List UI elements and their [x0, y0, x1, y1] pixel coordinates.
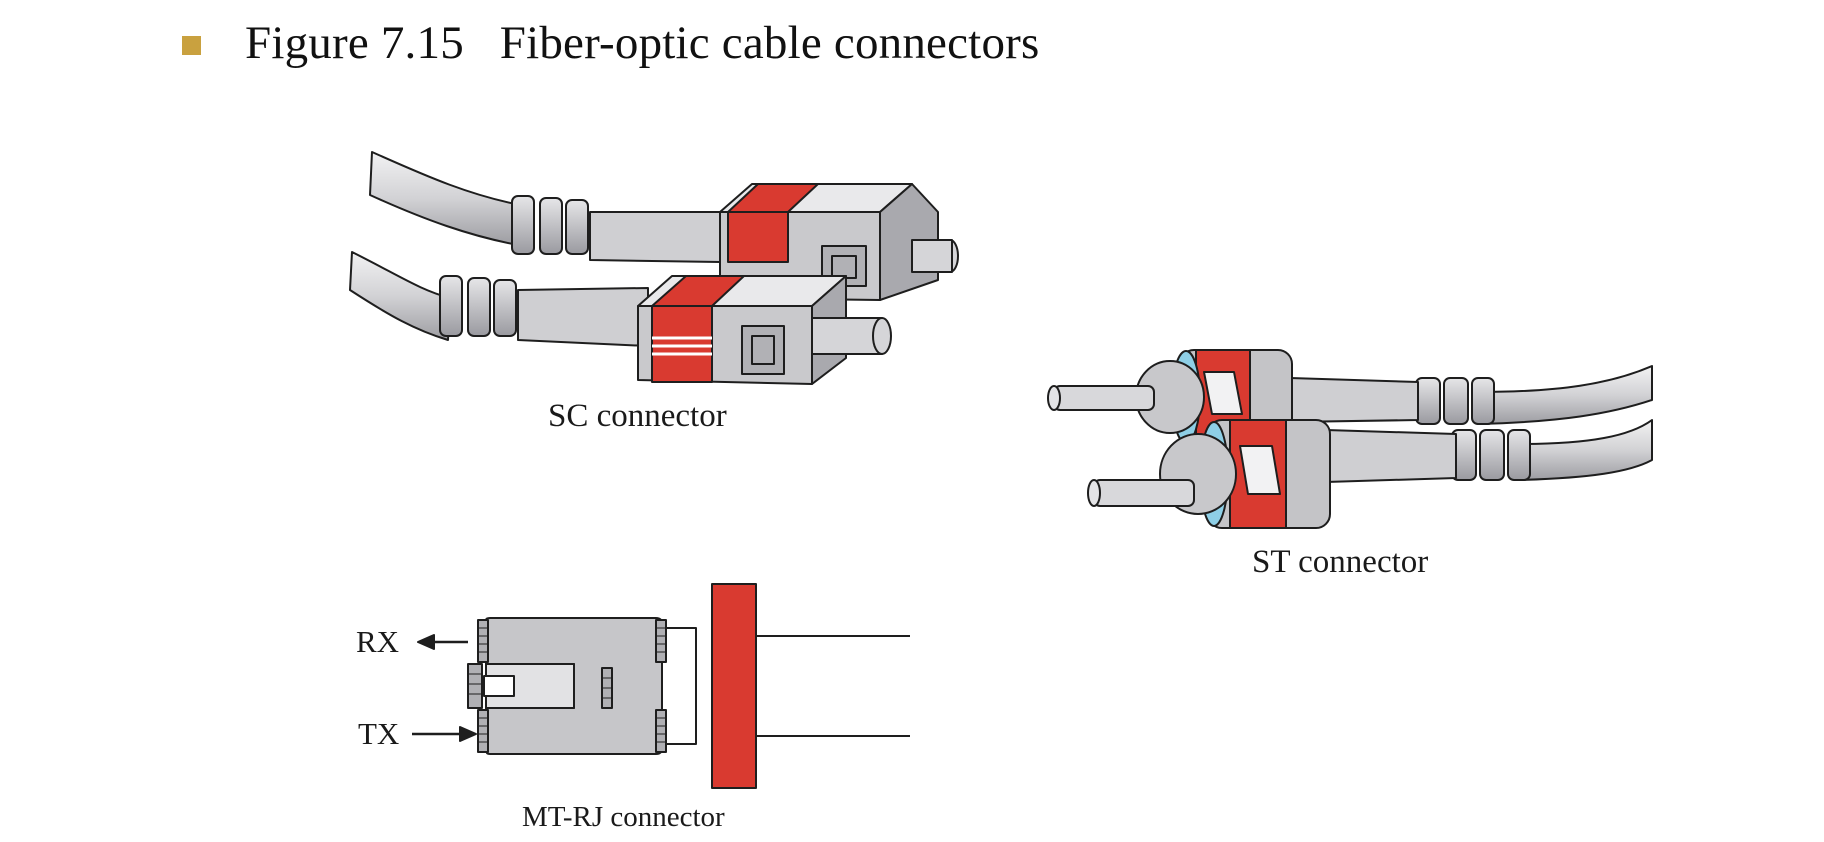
st-boot-rings-upper: [1415, 377, 1495, 425]
rx-label: RX: [356, 624, 399, 659]
tx-label: TX: [358, 716, 399, 751]
st-ferrule-upper: [1047, 385, 1061, 411]
sc-latch-upper-front: [727, 211, 789, 263]
sc-boot-lower: [517, 287, 649, 347]
sc-cable-lower: [349, 251, 451, 341]
st-cable-lower: [1519, 419, 1653, 481]
sc-connector-label: SC connector: [548, 398, 727, 434]
st-cable-upper: [1477, 365, 1653, 425]
st-connector-label: ST connector: [1252, 544, 1428, 580]
st-ferrule-lower: [1087, 479, 1101, 507]
sc-boot-rings-lower: [439, 275, 517, 337]
figure-title: Figure 7.15 Fiber-optic cable connectors: [245, 17, 1040, 69]
sc-cable-upper: [369, 151, 521, 246]
mtrj-connector-drawing: [412, 583, 910, 789]
sc-boot-upper: [589, 211, 721, 263]
sc-connector-drawing: [349, 151, 959, 385]
mtrj-red-bar: [711, 583, 757, 789]
sc-boot-rings-upper: [511, 195, 589, 255]
figure-title-row: Figure 7.15 Fiber-optic cable connectors: [182, 8, 1039, 78]
mtrj-latch-window: [483, 675, 515, 697]
sc-port-lower: [741, 325, 785, 375]
bullet-square: [182, 35, 201, 55]
st-connector-drawing: [1047, 349, 1653, 529]
st-boot-rings-lower: [1451, 429, 1531, 481]
mtrj-connector-label: MT-RJ connector: [522, 801, 725, 833]
sc-latch-lower-front: [651, 305, 713, 383]
sc-ferrule-lower: [872, 317, 892, 355]
